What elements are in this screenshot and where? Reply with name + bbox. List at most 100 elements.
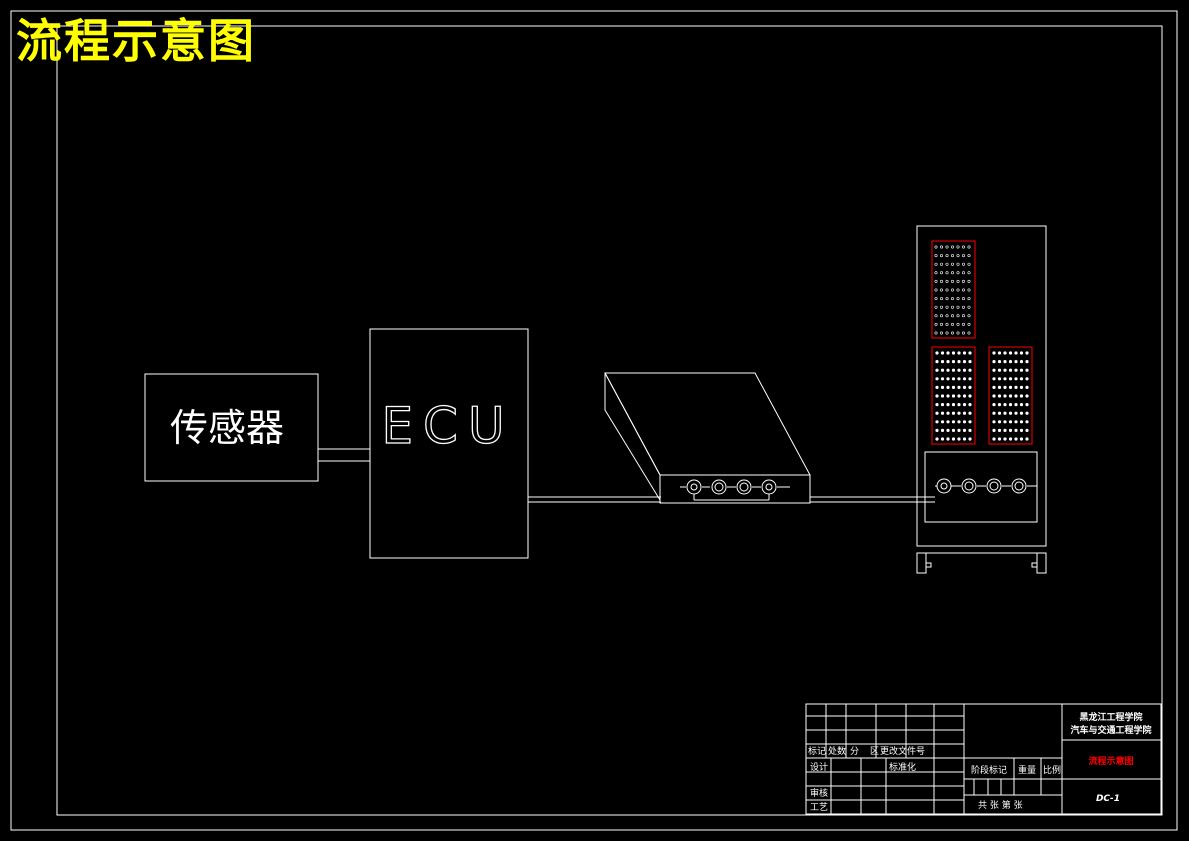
cabinet-pin [946, 403, 950, 407]
cabinet-pin [1008, 411, 1013, 415]
cabinet-pin [1019, 411, 1024, 415]
cabinet-pin [961, 271, 965, 275]
cabinet-pin [945, 305, 949, 309]
cabinet-pin [934, 331, 938, 335]
cabinet-pin [997, 411, 1002, 415]
cabinet-pin [934, 262, 938, 266]
cabinet-pin [934, 245, 938, 249]
cabinet-pin [951, 377, 956, 381]
cabinet-pin [946, 368, 950, 372]
cabinet-panel-left [931, 346, 976, 445]
cabinet-pin [962, 437, 967, 441]
cabinet-pin [934, 254, 938, 258]
cabinet-pin [968, 428, 972, 433]
cabinet-pin [997, 437, 1002, 441]
cabinet-pin [1019, 420, 1024, 424]
cabinet-pin [967, 245, 971, 249]
cabinet-pin [945, 254, 949, 258]
cabinet-pin [992, 411, 996, 415]
cabinet-pin [967, 331, 971, 335]
cabinet-pin [940, 403, 945, 407]
cabinet-pin [997, 420, 1002, 424]
cabinet-pin [1019, 360, 1024, 364]
cabinet-pin [940, 428, 945, 433]
cabinet-pin [945, 314, 949, 318]
cabinet-pin [1003, 437, 1007, 441]
cabinet-pin [939, 288, 943, 292]
cabinet-pin [961, 279, 965, 283]
cabinet-pin [956, 245, 960, 249]
tb-standardize-label: 标准化 [889, 761, 916, 773]
cabinet-pin [935, 394, 939, 398]
cabinet-pin [945, 245, 949, 249]
cabinet-panel-right [988, 346, 1033, 445]
cabinet-pin [967, 279, 971, 283]
cabinet-pin [992, 420, 996, 424]
cabinet-pin [935, 420, 939, 424]
cabinet-pin [950, 262, 954, 266]
cabinet-pin [939, 245, 943, 249]
cabinet-pin [1025, 360, 1029, 364]
cabinet-pin [957, 420, 961, 424]
cabinet-pin [951, 428, 956, 433]
cabinet-pin [992, 403, 996, 407]
cabinet-pin [961, 331, 965, 335]
cabinet-pin [1019, 351, 1024, 355]
cabinet-pin [940, 377, 945, 381]
cabinet-pin [956, 279, 960, 283]
cabinet-pin [1003, 385, 1007, 390]
cabinet-pin [992, 385, 996, 390]
cabinet-pin [1019, 437, 1024, 441]
cabinet-pin [950, 297, 954, 301]
cabinet-pin [951, 360, 956, 364]
cabinet-pin [962, 394, 967, 398]
cabinet-pin [934, 322, 938, 326]
cabinet-pin [934, 305, 938, 309]
cabinet-pin [956, 271, 960, 275]
tb-drawing-no: DC-1 [1096, 794, 1120, 804]
cabinet-panel-top [931, 240, 976, 339]
cabinet-pin [1025, 420, 1029, 424]
cabinet-pin [962, 377, 967, 381]
cabinet-pin [1008, 437, 1013, 441]
cabinet-pin [945, 262, 949, 266]
cabinet-foot-right [1036, 552, 1047, 574]
cabinet-pin [935, 403, 939, 407]
cabinet-pin [939, 322, 943, 326]
cabinet-pin [962, 385, 967, 390]
cabinet-pin [961, 314, 965, 318]
cabinet-pin [1008, 420, 1013, 424]
cabinet-pin [1014, 368, 1018, 372]
cabinet [916, 225, 1047, 574]
tb-revision-1: 标记 [808, 745, 826, 757]
cabinet-pin [1014, 360, 1018, 364]
outer-frame [10, 10, 1178, 831]
cabinet-pin [961, 305, 965, 309]
cabinet-pin [935, 428, 939, 433]
cabinet-pin [1008, 351, 1013, 355]
cabinet-pin [957, 385, 961, 390]
cabinet-pin [935, 411, 939, 415]
cabinet-pin [962, 368, 967, 372]
cabinet-pin [939, 254, 943, 258]
cabinet-pin [934, 314, 938, 318]
cabinet-pin [946, 428, 950, 433]
sensor-label: 传感器 [170, 406, 284, 450]
cabinet-pin [961, 297, 965, 301]
cabinet-dot-grids [934, 245, 1029, 441]
cabinet-pin [1014, 428, 1018, 433]
cabinet-pin [951, 411, 956, 415]
tb-scale-label: 比例 [1043, 764, 1061, 776]
cabinet-pin [1019, 368, 1024, 372]
cabinet-pin [992, 368, 996, 372]
cabinet-pin [951, 437, 956, 441]
cabinet-pin [1008, 385, 1013, 390]
cabinet-pin [957, 351, 961, 355]
cabinet-pin [967, 254, 971, 258]
cabinet-pin [967, 271, 971, 275]
cabinet-pin [962, 428, 967, 433]
tb-revision-5: 更改文件号 [880, 745, 925, 757]
ecu-label: ECU [381, 397, 514, 455]
cabinet-pin [1019, 377, 1024, 381]
cabinet-pin [956, 262, 960, 266]
